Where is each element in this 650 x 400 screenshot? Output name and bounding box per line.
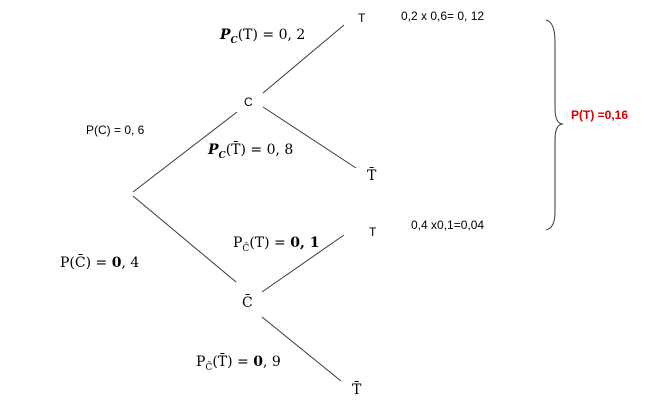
node-t-bar-upper: T̄ — [367, 166, 377, 184]
branch-c-to-t — [262, 24, 345, 94]
branch-root-to-c — [132, 111, 238, 193]
product-upper: 0,2 x 0,6= 0, 12 — [401, 9, 484, 23]
node-c: C — [244, 95, 253, 109]
branch-root-to-c-bar — [132, 195, 237, 283]
label-pc-t: PC(T) = 0, 2 — [219, 27, 305, 46]
label-p-c-bar: P(C̄) = 0, 4 — [60, 253, 139, 271]
sum-brace — [545, 19, 564, 231]
branch-c-bar-to-t-bar — [261, 316, 342, 382]
node-t-lower: T — [369, 225, 377, 239]
branch-c-bar-to-t — [261, 234, 345, 293]
label-p-c: P(C) = 0, 6 — [86, 123, 145, 137]
result-p-t: P(T) =0,16 — [571, 108, 628, 122]
node-t-bar-lower: T̄ — [352, 380, 362, 398]
product-lower: 0,4 x0,1=0,04 — [411, 218, 484, 232]
node-t-upper: T — [358, 11, 366, 25]
label-pcbar-t-bar: PC̄(T̄) = 0, 9 — [196, 352, 281, 373]
label-pcbar-t: PC̄(T) = 0, 1 — [233, 235, 319, 254]
node-c-bar: C̄ — [242, 293, 253, 311]
label-pc-t-bar: PC(T̄) = 0, 8 — [207, 140, 293, 161]
branch-c-to-t-bar — [262, 106, 357, 169]
